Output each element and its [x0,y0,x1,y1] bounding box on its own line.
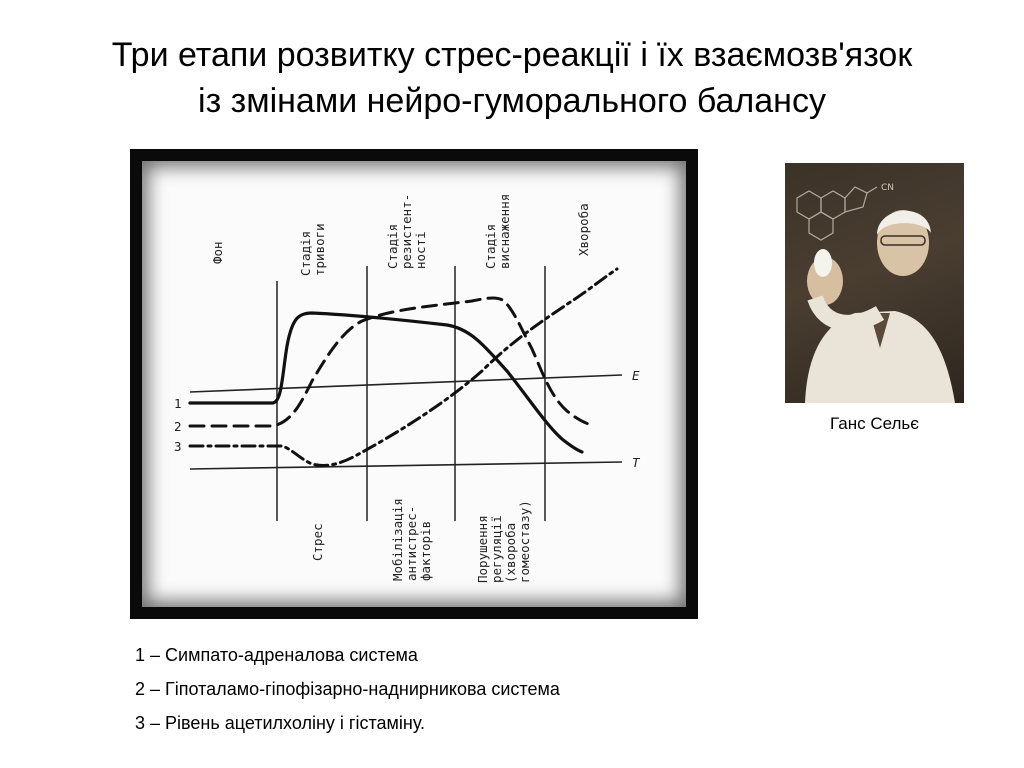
slide-title-line-2: із змінами нейро-гуморального балансу [198,82,826,120]
head [877,210,929,276]
reference-line-e [189,374,623,393]
portrait-caption: Ганс Сельє [830,414,919,433]
legend-item-1: 1 – Симпато-адреналова система [135,645,418,665]
hans-selye-portrait: CN [785,163,964,403]
formula-text: CN [881,183,894,193]
top-label-exhaustion: Стадія виснаження [483,194,512,269]
curve-1-sympathoadrenal [188,311,584,454]
top-label-alarm: Стадія тривоги [298,223,327,276]
bottom-label-stress-text: Стрес [310,523,325,561]
bottom-label-disregulation-line-2: регуляції [489,515,504,583]
top-label-exhaustion-line-2: виснаження [497,194,512,269]
portrait-illustration: CN [796,183,955,403]
top-label-alarm-line-2: тривоги [312,223,327,276]
bottom-label-disregulation: Порушення регуляції (хвороба гомеостазу) [475,500,532,583]
bottom-label-mobilization-line-2: антистрес- [404,506,419,581]
curve-legend: 1 – Симпато-адреналова система 2 – Гіпот… [135,638,560,740]
stress-diagram-frame: E T 1 2 3 Фон Стадія тривоги Стадія рези… [130,149,698,619]
top-label-fon-text: Фон [210,241,225,264]
arm [807,294,885,331]
curve-number-1: 1 [174,396,182,411]
bottom-label-mobilization-line-3: факторів [418,521,433,581]
top-label-alarm-line-1: Стадія [298,231,313,276]
steroid-formula-drawing [796,186,878,241]
stress-diagram-svg: E T 1 2 3 Фон Стадія тривоги Стадія рези… [174,194,641,583]
slide-title-line-1: Три етапи розвитку стрес-реакції і їх вз… [111,36,913,74]
lab-coat [805,311,955,403]
curve-number-3: 3 [174,439,182,454]
glasses [880,235,926,246]
hair [877,210,931,235]
curve-3-acetylcholine-histamine [188,267,619,467]
label-e: E [632,368,640,383]
stress-diagram: E T 1 2 3 Фон Стадія тривоги Стадія рези… [142,161,686,607]
bottom-label-disregulation-line-1: Порушення [475,515,490,583]
label-t: T [632,455,641,470]
top-label-disease-text: Хвороба [576,203,591,256]
bottom-label-disregulation-line-4: гомеостазу) [517,500,532,583]
curve-number-2: 2 [174,419,182,434]
bottom-label-stress: Стрес [310,523,325,561]
top-label-resistance-line-1: Стадія [385,224,400,269]
lab-mouse [814,249,832,277]
top-label-fon: Фон [210,241,225,264]
top-label-resistance-line-3: ності [413,231,428,269]
bottom-label-mobilization: Мобілізація антистрес- факторів [390,498,433,581]
top-label-exhaustion-line-1: Стадія [483,224,498,269]
legend-item-3: 3 – Рівень ацетилхоліну і гістаміну. [135,713,426,733]
bottom-label-disregulation-line-3: (хвороба [503,523,518,583]
bottom-label-mobilization-line-1: Мобілізація [390,498,405,581]
top-label-resistance: Стадія резистент- ності [385,194,428,269]
top-label-disease: Хвороба [576,203,591,256]
legend-item-2: 2 – Гіпоталамо-гіпофізарно-наднирникова … [135,679,560,699]
reference-line-t [189,461,623,470]
slide-title: Три етапи розвитку стрес-реакції і їх вз… [0,32,1024,124]
curve-2-hpa-axis [188,296,594,428]
top-label-resistance-line-2: резистент- [399,194,414,269]
